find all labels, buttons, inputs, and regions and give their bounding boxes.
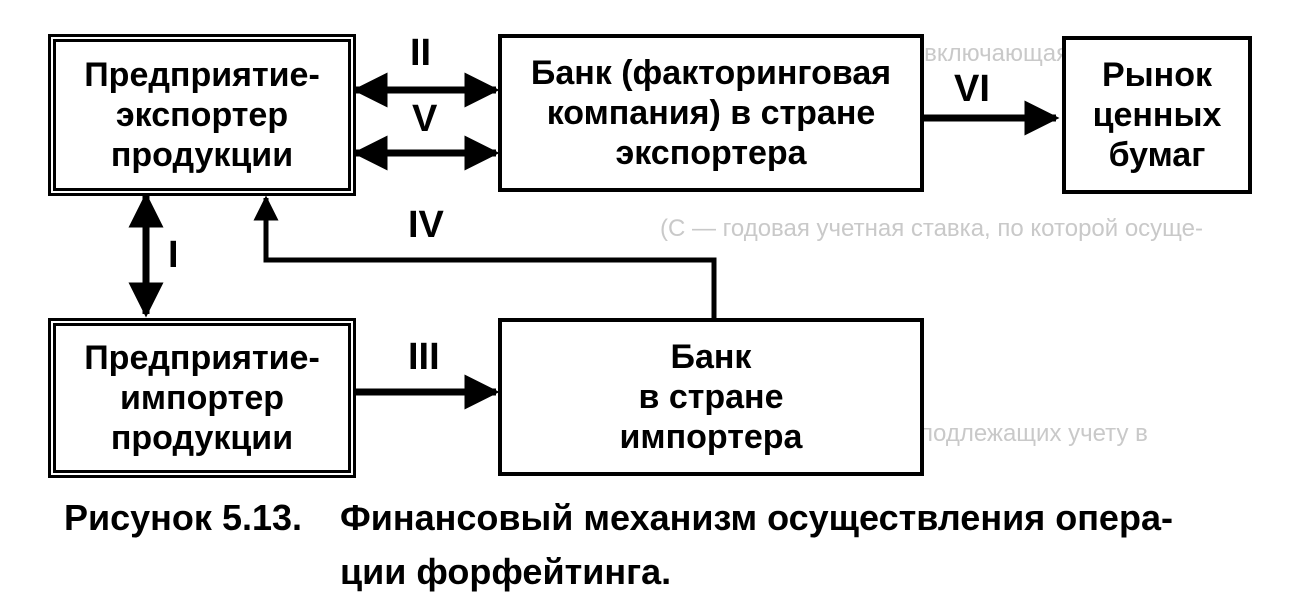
importer-bank-label: Банк в стране импортера	[619, 338, 803, 456]
exporter-label: Предприятие- экспортер продукции	[84, 56, 320, 174]
factoring-bank-label: Банк (факторинговая компания) в стране э…	[530, 54, 892, 172]
arrow-label-ii: II	[410, 32, 432, 74]
bleed-through-text: подлежащих учету в	[920, 420, 1148, 447]
securities-market-label: Рынок ценных бумаг	[1092, 56, 1222, 174]
arrow-label-i: I	[168, 234, 179, 276]
securities-market-box: Рынок ценных бумаг	[1062, 36, 1252, 194]
arrow-label-iii: III	[408, 336, 440, 378]
bleed-through-text: (С — годовая учетная ставка, по которой …	[660, 215, 1203, 242]
caption-line-1: Финансовый механизм осуществления опера-	[340, 497, 1173, 538]
arrow-label-vi: VI	[954, 68, 990, 110]
importer-box: Предприятие- импортер продукции	[48, 318, 356, 478]
caption-line-2: ции форфейтинга.	[340, 551, 672, 592]
importer-label: Предприятие- импортер продукции	[84, 339, 320, 457]
arrow-label-v: V	[412, 98, 438, 140]
arrow-label-iv: IV	[408, 204, 444, 246]
factoring-bank-box: Банк (факторинговая компания) в стране э…	[498, 34, 924, 192]
caption-number: Рисунок 5.13.	[64, 497, 303, 538]
arrow-iv	[253, 195, 717, 318]
exporter-box: Предприятие- экспортер продукции	[48, 34, 356, 196]
importer-bank-box: Банк в стране импортера	[498, 318, 924, 476]
